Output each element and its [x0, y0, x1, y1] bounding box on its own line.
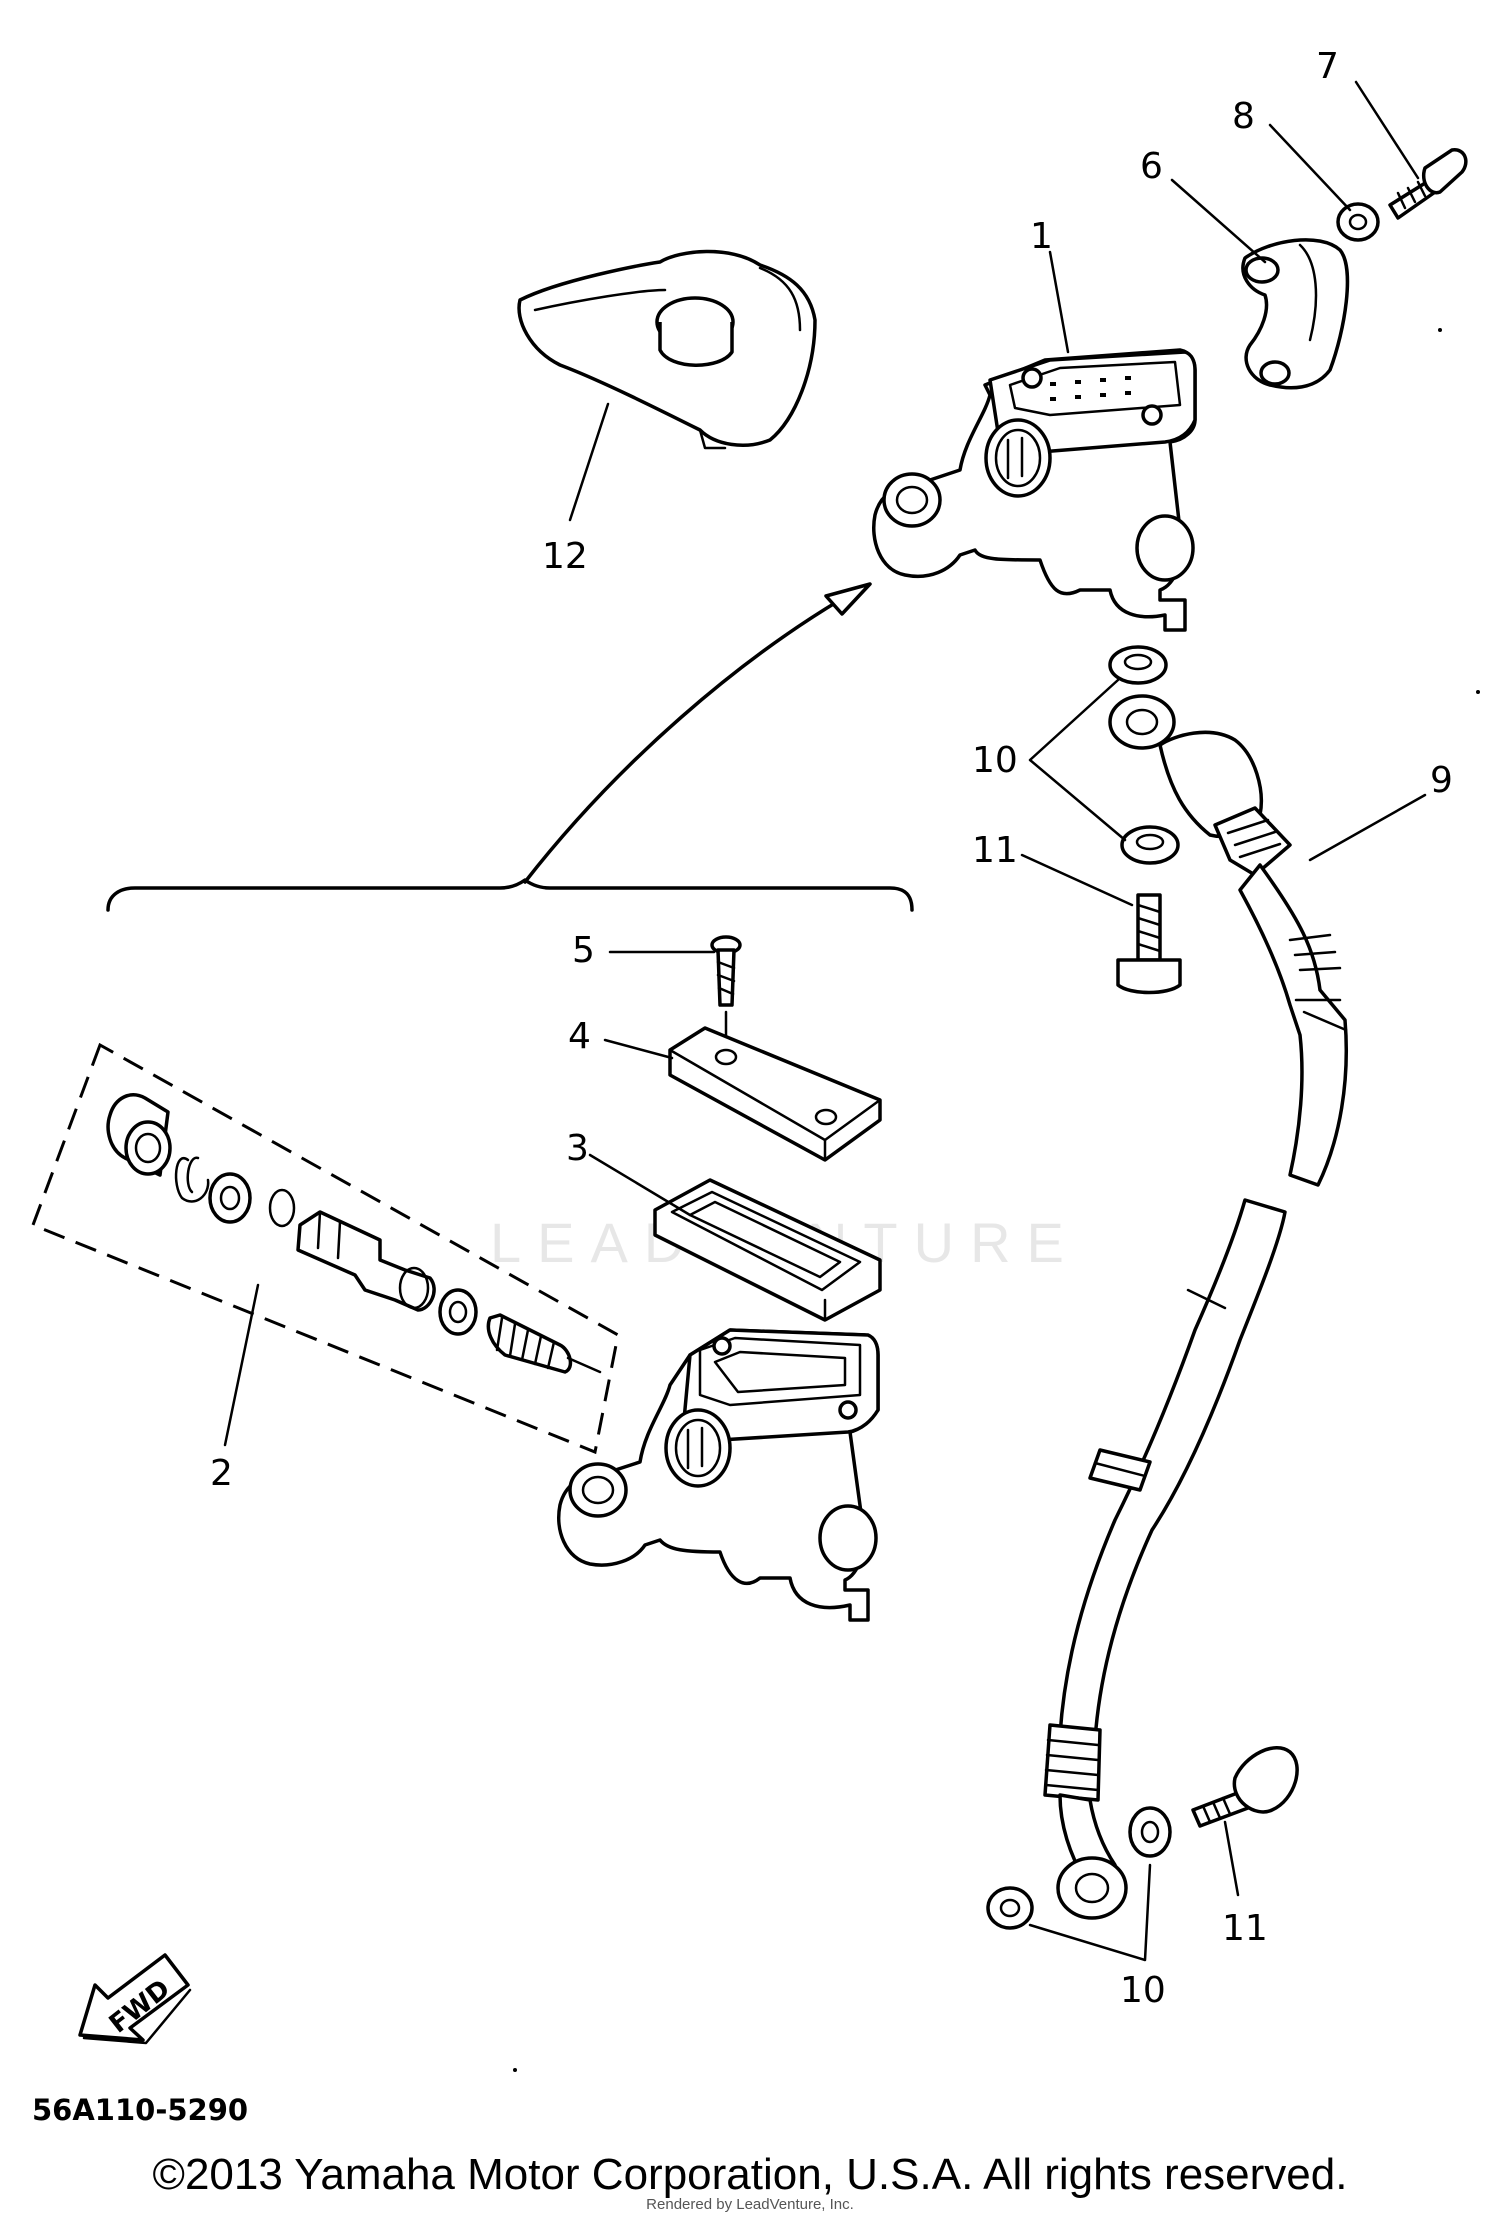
callout-10-upper: 10 — [972, 740, 1018, 781]
part-10-lower-washer-left — [986, 1886, 1034, 1930]
leader-11a — [1020, 853, 1134, 907]
leader-11b — [1223, 1820, 1240, 1897]
part-11-lower-union-bolt — [1191, 1746, 1299, 1828]
assembly-arrow — [523, 598, 842, 884]
part-10-middle-washer — [1120, 825, 1180, 865]
callout-9: 9 — [1430, 760, 1453, 801]
callout-4: 4 — [568, 1016, 591, 1057]
callout-12: 12 — [542, 536, 588, 577]
part-4-cover-plate — [668, 1026, 882, 1162]
part-10-upper-washer — [1108, 645, 1168, 685]
leader-10b — [1028, 1863, 1152, 1962]
callout-5: 5 — [572, 930, 595, 971]
callout-7: 7 — [1316, 46, 1339, 87]
leader-12 — [568, 402, 610, 522]
part-2-kit-box — [31, 1042, 620, 1455]
callout-11-upper: 11 — [972, 830, 1018, 871]
copyright-notice: ©2013 Yamaha Motor Corporation, U.S.A. A… — [152, 2150, 1348, 2199]
leader-6 — [1170, 178, 1267, 264]
part-code: 56A110-5290 — [32, 2093, 248, 2127]
leader-9 — [1308, 793, 1427, 862]
callout-11-lower: 11 — [1222, 1908, 1268, 1949]
part-5-screw — [710, 935, 742, 1052]
part-3-diaphragm — [653, 1178, 882, 1322]
leader-2 — [223, 1283, 260, 1447]
callout-8: 8 — [1232, 96, 1255, 137]
master-cylinder-body — [557, 1328, 880, 1622]
callout-6: 6 — [1140, 146, 1163, 187]
kit-bracket — [106, 878, 914, 912]
part-9-brake-hose — [1043, 694, 1348, 1920]
reservoir-dots — [1050, 376, 1131, 401]
callout-3: 3 — [566, 1128, 589, 1169]
part-1-master-cylinder — [872, 348, 1197, 632]
callout-2: 2 — [210, 1453, 233, 1494]
callout-10-lower: 10 — [1120, 1970, 1166, 2011]
leader-10a — [1028, 678, 1127, 842]
part-6-holder-clamp — [1241, 238, 1350, 390]
part-7-bolt — [1388, 148, 1468, 220]
part-10-lower-washer-right — [1128, 1806, 1172, 1858]
leader-3 — [588, 1153, 692, 1217]
rendered-by-notice: Rendered by LeadVenture, Inc. — [646, 2196, 854, 2213]
part-2-kit-components — [106, 1093, 602, 1374]
part-8-washer — [1336, 202, 1380, 242]
leader-4 — [603, 1038, 674, 1060]
callout-1: 1 — [1030, 216, 1053, 257]
part-11-upper-union-bolt — [1116, 893, 1182, 995]
part-12-lever-cover — [517, 249, 817, 450]
leader-1 — [1048, 250, 1070, 354]
leader-8 — [1268, 123, 1352, 212]
fwd-arrow-icon: FWD — [78, 1953, 192, 2045]
assembly-arrowhead — [824, 582, 872, 616]
leader-7 — [1354, 80, 1420, 180]
